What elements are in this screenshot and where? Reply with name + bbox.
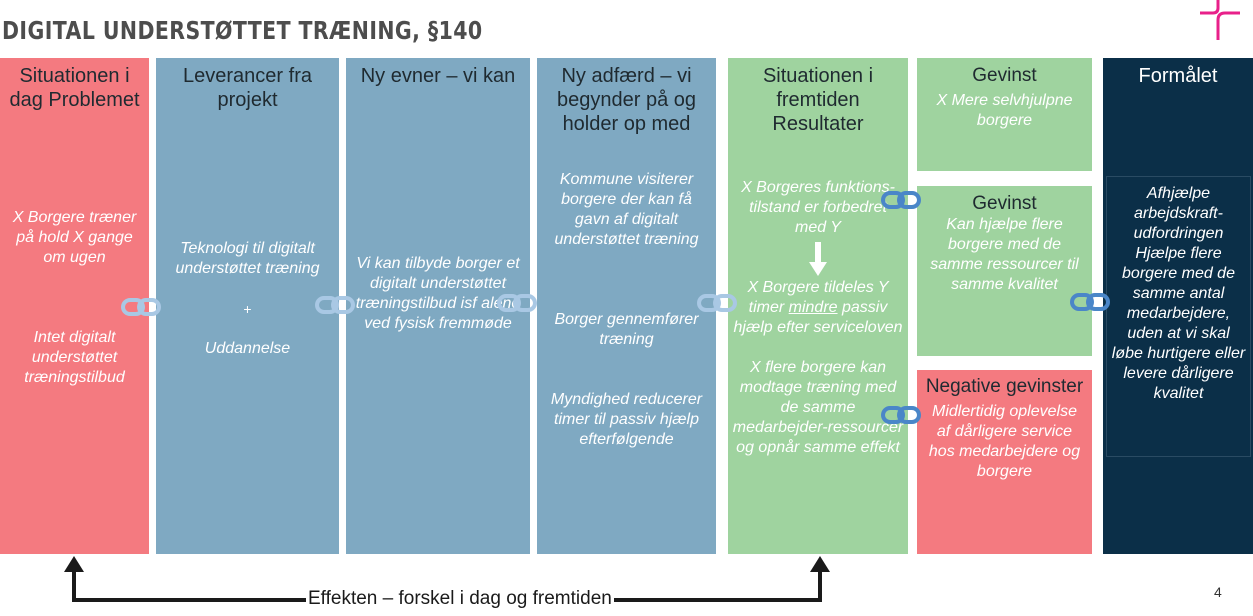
link-icon (881, 191, 921, 209)
problem-text-1: X Borgere træner på hold X gange om ugen (12, 209, 137, 266)
column-body: Kommune visiterer borgere der kan få gav… (537, 170, 716, 450)
negative-gain-head: Negative gevinster (925, 376, 1084, 397)
column-head: Leverancer fra projekt (183, 65, 312, 111)
up-arrow-icon (810, 556, 830, 572)
negative-gain-box: Negative gevinster Midlertidig oplevelse… (917, 370, 1092, 554)
column-body: X Borgere træner på hold X gange om ugen… (0, 208, 149, 388)
plus-sign: + (243, 301, 252, 317)
column-deliveries: Leverancer fra projekt Teknologi til dig… (156, 58, 339, 554)
behaviour-text-3: Myndighed reducerer timer til passiv hjæ… (550, 391, 703, 448)
column-head: Situationen i dag Problemet (9, 65, 140, 111)
column-body: Teknologi til digitalt understøttet træn… (156, 239, 339, 359)
link-icon (121, 298, 161, 316)
gain-head: Gevinst (972, 193, 1037, 214)
link-icon (881, 406, 921, 424)
capability-text: Vi kan tilbyde borger et digitalt unders… (355, 255, 521, 332)
purpose-text: Afhjælpe arbejdskraft-udfordringen Hjælp… (1106, 176, 1251, 457)
gain-box-1: Gevinst X Mere selvhjulpne borgere (917, 58, 1092, 171)
column-head: Formålet (1138, 65, 1218, 87)
delivery-text-2: Uddannelse (204, 340, 291, 357)
link-icon (315, 296, 355, 314)
behaviour-text-1: Kommune visiterer borgere der kan få gav… (554, 171, 699, 248)
column-body: X Borgeres funktions-tilstand er forbedr… (728, 178, 908, 458)
up-arrow-icon (64, 556, 84, 572)
page-title: DIGITAL UNDERSTØTTET TRÆNING, §140 (2, 16, 483, 45)
down-arrow-icon (809, 242, 827, 276)
behaviour-text-2: Borger gennemfører træning (554, 311, 699, 348)
gain-body: X Mere selvhjulpne borgere (936, 92, 1073, 129)
column-head: Situationen i fremtiden Resultater (762, 65, 874, 135)
delivery-text-1: Teknologi til digitalt understøttet træn… (175, 240, 320, 277)
column-head: Ny evner – vi kan (360, 65, 516, 87)
result-text-underlined: mindre (788, 299, 838, 316)
column-results: Situationen i fremtiden Resultater X Bor… (728, 58, 908, 554)
column-purpose: Formålet (1103, 58, 1253, 554)
page-number: 4 (1214, 584, 1222, 600)
link-icon (697, 294, 737, 312)
result-text-4: X flere borgere kan modtage træning med … (732, 359, 904, 456)
effect-label: Effekten – forskel i dag og fremtiden (306, 588, 614, 610)
result-text-2: X Borgere tildeles Y timer (747, 279, 889, 316)
result-text-3: passiv hjælp efter serviceloven (733, 299, 903, 336)
column-behaviour: Ny adfærd – vi begynder på og holder op … (537, 58, 716, 554)
gain-head: Gevinst (972, 65, 1037, 86)
problem-text-2: Intet digitalt understøttet træningstilb… (24, 329, 125, 386)
link-icon (497, 294, 537, 312)
column-head: Ny adfærd – vi begynder på og holder op … (556, 65, 696, 135)
link-icon (1070, 293, 1110, 311)
negative-gain-body: Midlertidig oplevelse af dårligere servi… (928, 403, 1081, 480)
result-text-1: X Borgeres funktions-tilstand er forbedr… (741, 179, 895, 236)
brand-mark-icon (1200, 0, 1240, 40)
column-body: Vi kan tilbyde borger et digitalt unders… (346, 254, 530, 334)
gain-box-2: Gevinst Kan hjælpe flere borgere med de … (917, 186, 1092, 356)
gain-body: Kan hjælpe flere borgere med de samme re… (930, 216, 1079, 293)
